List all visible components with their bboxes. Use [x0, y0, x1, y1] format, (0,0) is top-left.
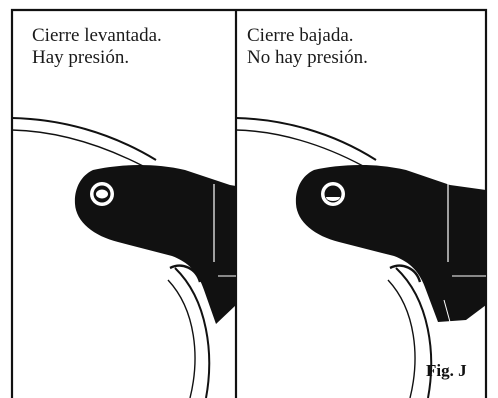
caption-lowered-line2: No hay presión.	[247, 47, 368, 68]
figure-label: Fig. J	[426, 361, 467, 380]
handle	[74, 165, 237, 324]
pot-arc-inner-2	[387, 279, 416, 398]
left-panel	[11, 117, 237, 398]
caption-lowered-line1: Cierre bajada.	[247, 25, 354, 46]
pot-edge	[169, 264, 202, 283]
handle-highlight-edge	[199, 299, 209, 323]
caption-lowered: Cierre bajada. No hay presión.	[247, 25, 368, 69]
caption-raised-line1: Cierre levantada.	[32, 25, 162, 46]
lid-rim-outer-2	[235, 117, 377, 161]
pot-arc-outer-2	[395, 267, 433, 398]
pot-edge-2	[389, 264, 422, 283]
pot-arc-inner	[167, 279, 196, 398]
lid-rim-inner	[11, 129, 144, 167]
handle-2	[295, 165, 486, 322]
pressure-pin-raised	[96, 189, 108, 199]
right-panel	[235, 117, 486, 398]
pot-arc-outer	[174, 267, 211, 398]
lid-rim-inner-2	[235, 129, 364, 167]
caption-raised: Cierre levantada. Hay presión.	[32, 25, 162, 69]
handle-highlight-edge-2	[443, 299, 451, 323]
lid-rim-outer	[11, 117, 157, 161]
caption-raised-line2: Hay presión.	[32, 47, 130, 68]
pressure-pin-lowered	[326, 197, 340, 201]
